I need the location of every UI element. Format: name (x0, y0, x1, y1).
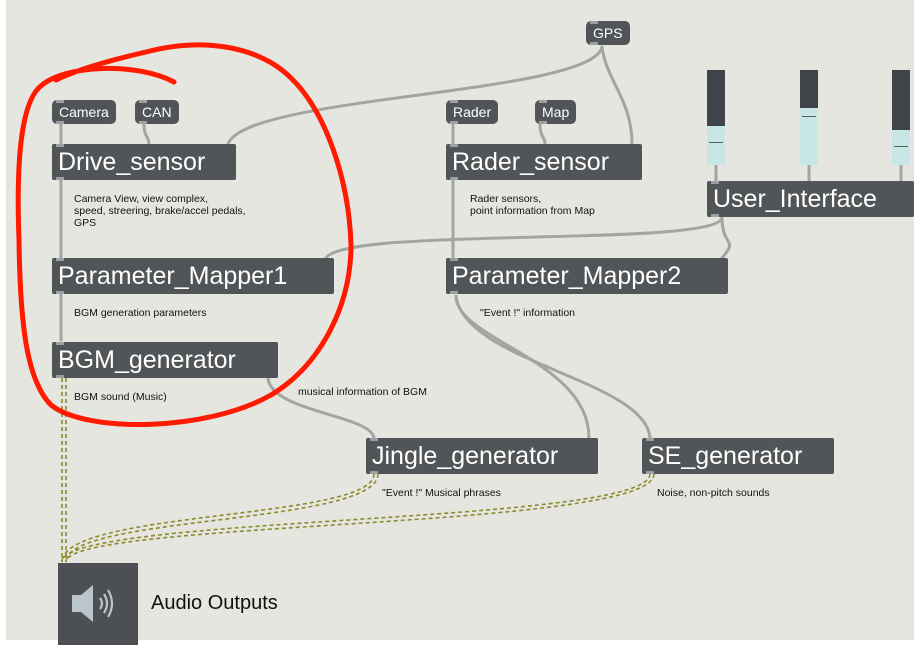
cord-gps-rader (600, 45, 634, 146)
signal-jingle-dac-left (61, 473, 375, 563)
parameter-mapper2-object[interactable]: Parameter_Mapper2 (446, 258, 728, 294)
rader-input[interactable]: Rader (446, 100, 499, 124)
drive-sensor-object[interactable]: Drive_sensor (52, 144, 236, 180)
signal-se-dac-right (65, 473, 655, 563)
inlet-port[interactable] (711, 181, 719, 184)
parameter-mapper1-object[interactable]: Parameter_Mapper1 (52, 258, 334, 294)
musical-info-comment: musical information of BGM (298, 386, 427, 398)
outlet-port[interactable] (450, 121, 458, 124)
map-input[interactable]: Map (535, 100, 577, 124)
cord-bgm-jingle (266, 376, 376, 440)
signal-se-dac-left (61, 473, 651, 563)
can-input[interactable]: CAN (135, 100, 179, 124)
bgm-sound-comment: BGM sound (Music) (74, 391, 167, 403)
cord-ui-pm1 (324, 215, 724, 260)
inlet-port[interactable] (56, 342, 64, 345)
signal-jingle-dac-right (65, 473, 379, 563)
jingle-generator-object[interactable]: Jingle_generator (366, 438, 598, 474)
cord-pm2-se (454, 294, 652, 440)
audio-outputs-label: Audio Outputs (151, 592, 278, 614)
outlet-port[interactable] (56, 121, 64, 124)
audio-output-button[interactable] (58, 563, 138, 645)
inlet-port[interactable] (56, 258, 64, 261)
rader-sensor-comment: Rader sensors, point information from Ma… (470, 193, 595, 217)
inlet-port[interactable] (539, 100, 547, 103)
camera-input[interactable]: Camera (52, 100, 116, 124)
rader-sensor-object[interactable]: Rader_sensor (446, 144, 642, 180)
outlet-port[interactable] (450, 177, 458, 180)
outlet-port[interactable] (370, 471, 378, 474)
inlet-port[interactable] (56, 144, 64, 147)
inlet-port[interactable] (56, 100, 64, 103)
inlet-port[interactable] (450, 100, 458, 103)
se-comment: Noise, non-pitch sounds (657, 487, 770, 499)
outlet-port[interactable] (56, 375, 64, 378)
parameter-mapper2-comment: "Event !" information (480, 307, 575, 319)
inlet-port[interactable] (450, 258, 458, 261)
bgm-generator-object[interactable]: BGM_generator (52, 342, 278, 378)
highlight-circle (15, 42, 354, 428)
cord-gps-drive (226, 45, 604, 146)
outlet-port[interactable] (56, 291, 64, 294)
se-generator-object[interactable]: SE_generator (642, 438, 834, 474)
ui-slider-3[interactable] (892, 70, 910, 165)
outlet-port[interactable] (450, 291, 458, 294)
ui-slider-2[interactable] (800, 70, 818, 165)
parameter-mapper1-comment: BGM generation parameters (74, 307, 207, 319)
patcher-canvas: GPS Camera CAN Rader Map Drive_sensor Ra… (6, 0, 914, 645)
inlet-port[interactable] (590, 21, 598, 24)
gps-input[interactable]: GPS (586, 21, 630, 45)
inlet-port[interactable] (139, 100, 147, 103)
inlet-port[interactable] (646, 438, 654, 441)
jingle-comment: "Event !" Musical phrases (382, 487, 501, 499)
inlet-port[interactable] (370, 438, 378, 441)
outlet-port[interactable] (646, 471, 654, 474)
outlet-port[interactable] (711, 214, 719, 217)
outlet-port[interactable] (56, 177, 64, 180)
cord-can-drive (142, 122, 151, 146)
outlet-port[interactable] (539, 121, 547, 124)
user-interface-object[interactable]: User_Interface (707, 181, 914, 217)
speaker-icon (72, 585, 114, 622)
drive-sensor-comment: Camera View, view complex, speed, streer… (74, 193, 246, 229)
patch-cords (15, 42, 903, 563)
cord-ui-pm2 (720, 215, 732, 260)
inlet-port[interactable] (450, 144, 458, 147)
outlet-port[interactable] (139, 121, 147, 124)
cord-map-radersensor (538, 122, 547, 146)
outlet-port[interactable] (590, 42, 598, 45)
ui-slider-1[interactable] (707, 70, 725, 165)
